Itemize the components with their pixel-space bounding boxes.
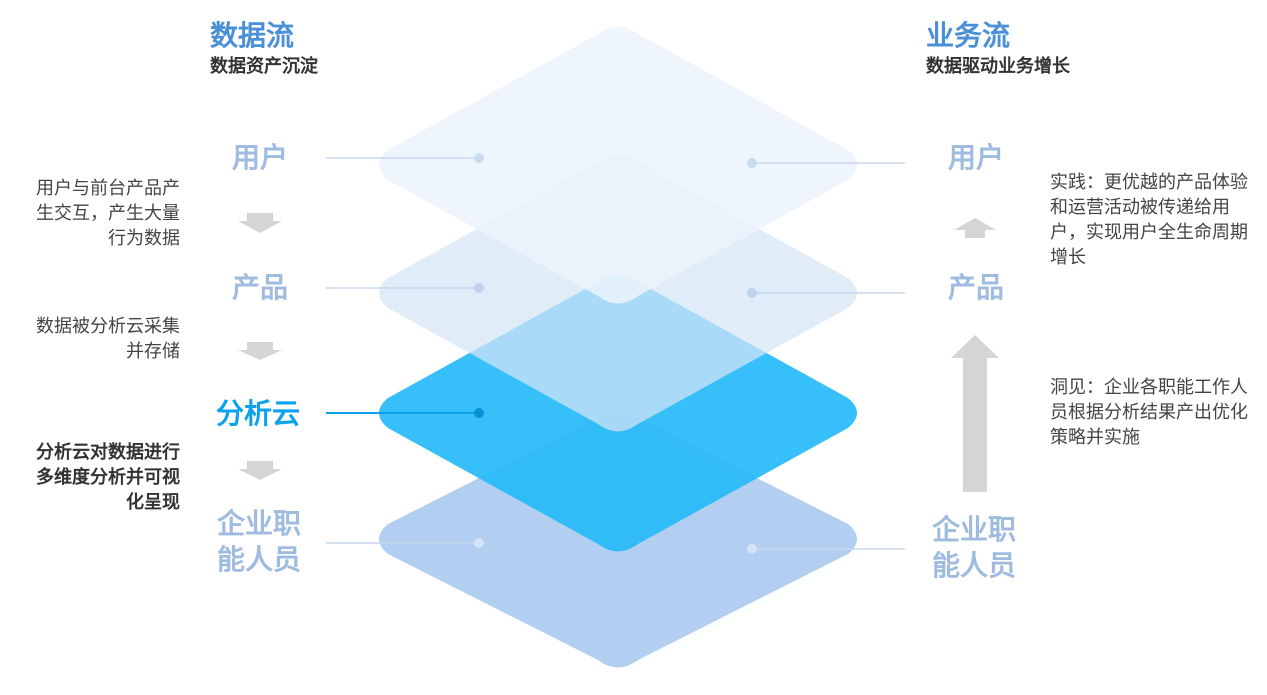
left-note-product-cloud: 数据被分析云采集并存储 (36, 316, 180, 362)
right-stage-product: 产品 (947, 271, 1004, 304)
down-arrow-icon (238, 213, 282, 233)
right-note-practice: 实践：更优越的产品体验和运营活动被传递给用户，实现用户全生命周期增长 (1050, 172, 1248, 268)
left-connectors (326, 153, 484, 548)
left-subtitle: 数据资产沉淀 (210, 56, 318, 77)
left-stage-user: 用户 (231, 141, 288, 174)
right-connectors (747, 158, 905, 554)
right-stage-user: 用户 (947, 141, 1004, 174)
left-note-cloud-staff: 分析云对数据进行多维度分析并可视化呈现 (36, 442, 180, 513)
left-note-user-product: 用户与前台产品产生交互，产生大量行为数据 (36, 178, 180, 249)
left-stage-product: 产品 (231, 271, 288, 304)
left-down-arrows (238, 213, 282, 480)
down-arrow-icon (238, 342, 282, 360)
left-title: 数据流 (210, 19, 295, 52)
right-stage-enterprise-staff: 企业职能人员 (931, 513, 1016, 582)
right-title: 业务流 (926, 19, 1011, 52)
left-stage-analytics-cloud: 分析云 (215, 397, 300, 430)
layer-user (379, 26, 857, 304)
down-arrow-icon (238, 461, 282, 480)
left-stage-enterprise-staff: 企业职能人员 (216, 507, 301, 576)
right-subtitle: 数据驱动业务增长 (926, 56, 1070, 77)
up-arrow-icon (954, 218, 996, 238)
right-up-arrows (951, 218, 999, 492)
right-note-insight: 洞见：企业各职能工作人员根据分析结果产出优化策略并实施 (1050, 377, 1248, 448)
up-arrow-icon (951, 335, 999, 492)
